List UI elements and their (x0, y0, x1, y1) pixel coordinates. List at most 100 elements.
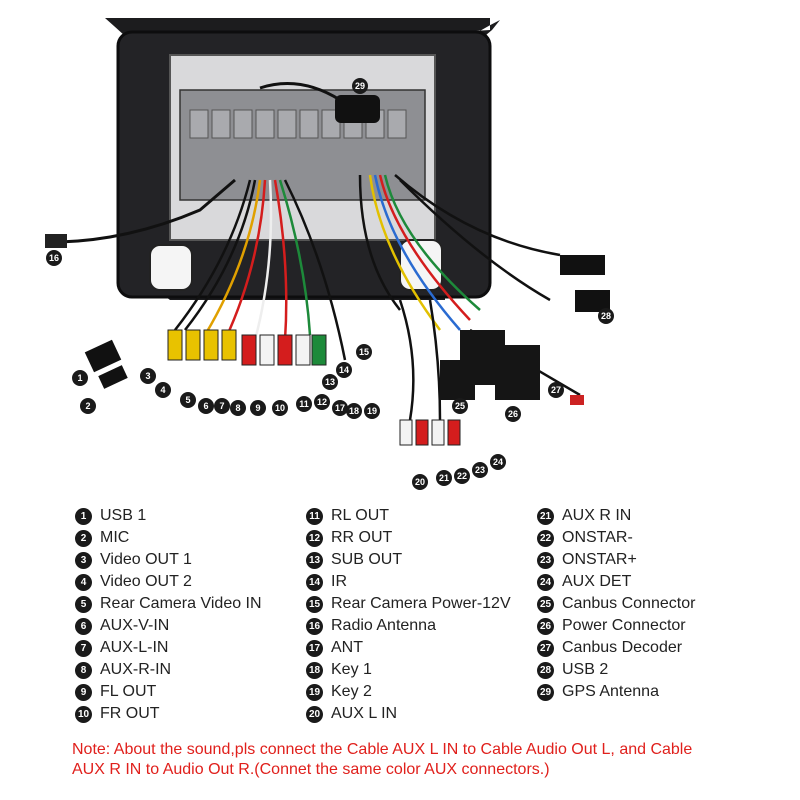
callout-24: 24 (490, 454, 506, 470)
legend-item: 22 ONSTAR- (537, 527, 695, 549)
number-badge: 6 (75, 618, 92, 635)
callout-13: 13 (322, 374, 338, 390)
legend-label: Radio Antenna (331, 618, 436, 634)
number-badge: 4 (75, 574, 92, 591)
number-badge: 8 (75, 662, 92, 679)
number-badge: 29 (537, 684, 554, 701)
legend-item: 23ONSTAR+ (537, 549, 695, 571)
number-badge: 12 (306, 530, 323, 547)
legend-item: 2 MIC (75, 527, 262, 549)
legend-label: Video OUT 1 (100, 552, 192, 568)
number-badge: 2 (75, 530, 92, 547)
number-badge: 25 (537, 596, 554, 613)
mic-plug (98, 365, 127, 389)
legend-label: AUX R IN (562, 508, 631, 524)
legend-item: 25 Canbus Connector (537, 593, 695, 615)
legend-item: 27 Canbus Decoder (537, 637, 695, 659)
callout-16: 16 (46, 250, 62, 266)
legend-item: 12RR OUT (306, 527, 511, 549)
callout-5: 5 (180, 392, 196, 408)
callout-1: 1 (72, 370, 88, 386)
callout-20: 20 (412, 474, 428, 490)
legend-label: AUX-L-IN (100, 640, 168, 656)
legend-column-2: 11RL OUT 12RR OUT 13SUB OUT 14 IR 15Rear … (306, 505, 511, 725)
legend-label: RL OUT (331, 508, 389, 524)
callout-14: 14 (336, 362, 352, 378)
legend-item: 26 Power Connector (537, 615, 695, 637)
number-badge: 28 (537, 662, 554, 679)
number-badge: 19 (306, 684, 323, 701)
legend-item: 3 Video OUT 1 (75, 549, 262, 571)
legend-label: USB 1 (100, 508, 146, 524)
legend-item: 10 FR OUT (75, 703, 262, 725)
legend-label: MIC (100, 530, 129, 546)
legend-item: 16 Radio Antenna (306, 615, 511, 637)
legend-item: 4 Video OUT 2 (75, 571, 262, 593)
number-badge: 23 (537, 552, 554, 569)
callout-25: 25 (452, 398, 468, 414)
number-badge: 21 (537, 508, 554, 525)
legend-item: 1 USB 1 (75, 505, 262, 527)
legend-label: Video OUT 2 (100, 574, 192, 590)
left-vent (150, 245, 192, 290)
callout-9: 9 (250, 400, 266, 416)
legend-label: Key 1 (331, 662, 372, 678)
legend-label: AUX-R-IN (100, 662, 171, 678)
usb-2-plug (560, 255, 605, 275)
number-badge: 14 (306, 574, 323, 591)
legend-item: 13SUB OUT (306, 549, 511, 571)
number-badge: 9 (75, 684, 92, 701)
usb-1-plug (85, 340, 121, 373)
legend-label: AUX DET (562, 574, 631, 590)
legend-label: ANT (331, 640, 363, 656)
legend-label: Power Connector (562, 618, 686, 634)
number-badge: 5 (75, 596, 92, 613)
callout-29: 29 (352, 78, 368, 94)
number-badge: 27 (537, 640, 554, 657)
canbus-decoder (570, 395, 584, 405)
callout-11: 11 (296, 396, 312, 412)
legend-item: 21 AUX R IN (537, 505, 695, 527)
number-badge: 7 (75, 640, 92, 657)
callout-26: 26 (505, 406, 521, 422)
number-badge: 3 (75, 552, 92, 569)
legend-label: Canbus Decoder (562, 640, 682, 656)
callout-27: 27 (548, 382, 564, 398)
callout-8: 8 (230, 400, 246, 416)
rca-plugs (168, 330, 460, 445)
legend-label: GPS Antenna (562, 684, 659, 700)
callout-6: 6 (198, 398, 214, 414)
legend-item: 29 GPS Antenna (537, 681, 695, 703)
legend-label: AUX L IN (331, 706, 397, 722)
callout-15: 15 (356, 344, 372, 360)
legend-item: 8 AUX-R-IN (75, 659, 262, 681)
callout-28: 28 (598, 308, 614, 324)
legend-label: ONSTAR- (562, 530, 633, 546)
legend-item: 19Key 2 (306, 681, 511, 703)
number-badge: 22 (537, 530, 554, 547)
radio-antenna-plug (45, 234, 67, 248)
number-badge: 26 (537, 618, 554, 635)
note-line-1: Note: About the sound,pls connect the Ca… (72, 740, 772, 760)
number-badge: 1 (75, 508, 92, 525)
number-badge: 16 (306, 618, 323, 635)
legend-label: IR (331, 574, 347, 590)
number-badge: 10 (75, 706, 92, 723)
callout-21: 21 (436, 470, 452, 486)
callout-12: 12 (314, 394, 330, 410)
legend-label: FL OUT (100, 684, 156, 700)
legend-label: Canbus Connector (562, 596, 695, 612)
number-badge: 13 (306, 552, 323, 569)
callout-23: 23 (472, 462, 488, 478)
legend-label: FR OUT (100, 706, 160, 722)
note-text: Note: About the sound,pls connect the Ca… (72, 740, 772, 780)
